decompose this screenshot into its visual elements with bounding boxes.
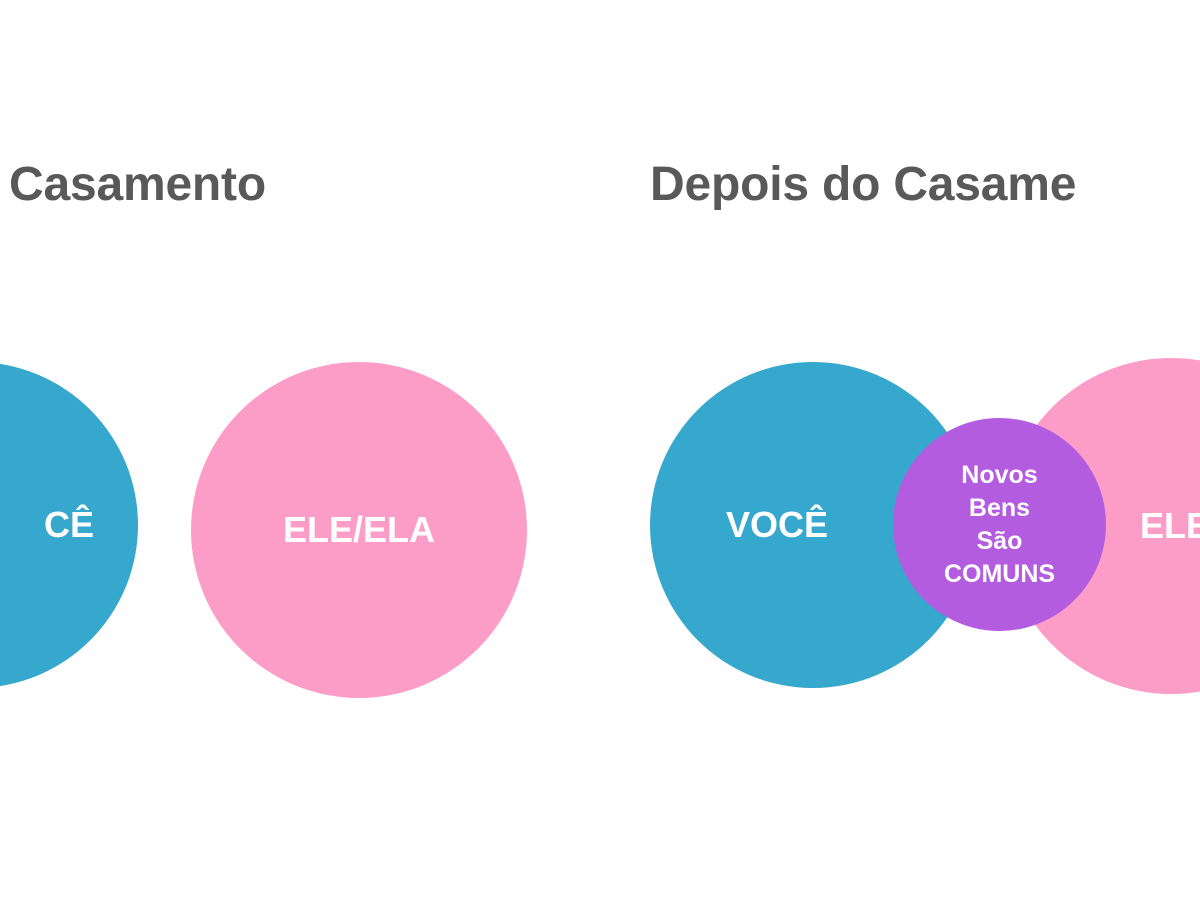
panel-title-after: Depois do Casame	[650, 158, 1077, 211]
overlap-line-1: Novos	[961, 460, 1038, 489]
overlap-line-4: COMUNS	[943, 559, 1056, 588]
overlap-line-2: Bens	[968, 493, 1031, 522]
circle-label-you-after: VOCÊ	[725, 504, 829, 545]
panel-title-before: s do Casamento	[0, 158, 266, 211]
circle-label-partner-before: ELE/ELA	[282, 509, 435, 550]
circle-partner-before: ELE/ELA	[191, 362, 527, 698]
circle-you-before: CÊ	[0, 362, 138, 688]
circle-label-you-before: CÊ	[43, 504, 94, 545]
circle-label-partner-after: ELE	[1139, 505, 1200, 546]
circle-overlap-common-assets: Novos Bens São COMUNS	[893, 418, 1106, 631]
overlap-line-3: São	[976, 526, 1023, 555]
